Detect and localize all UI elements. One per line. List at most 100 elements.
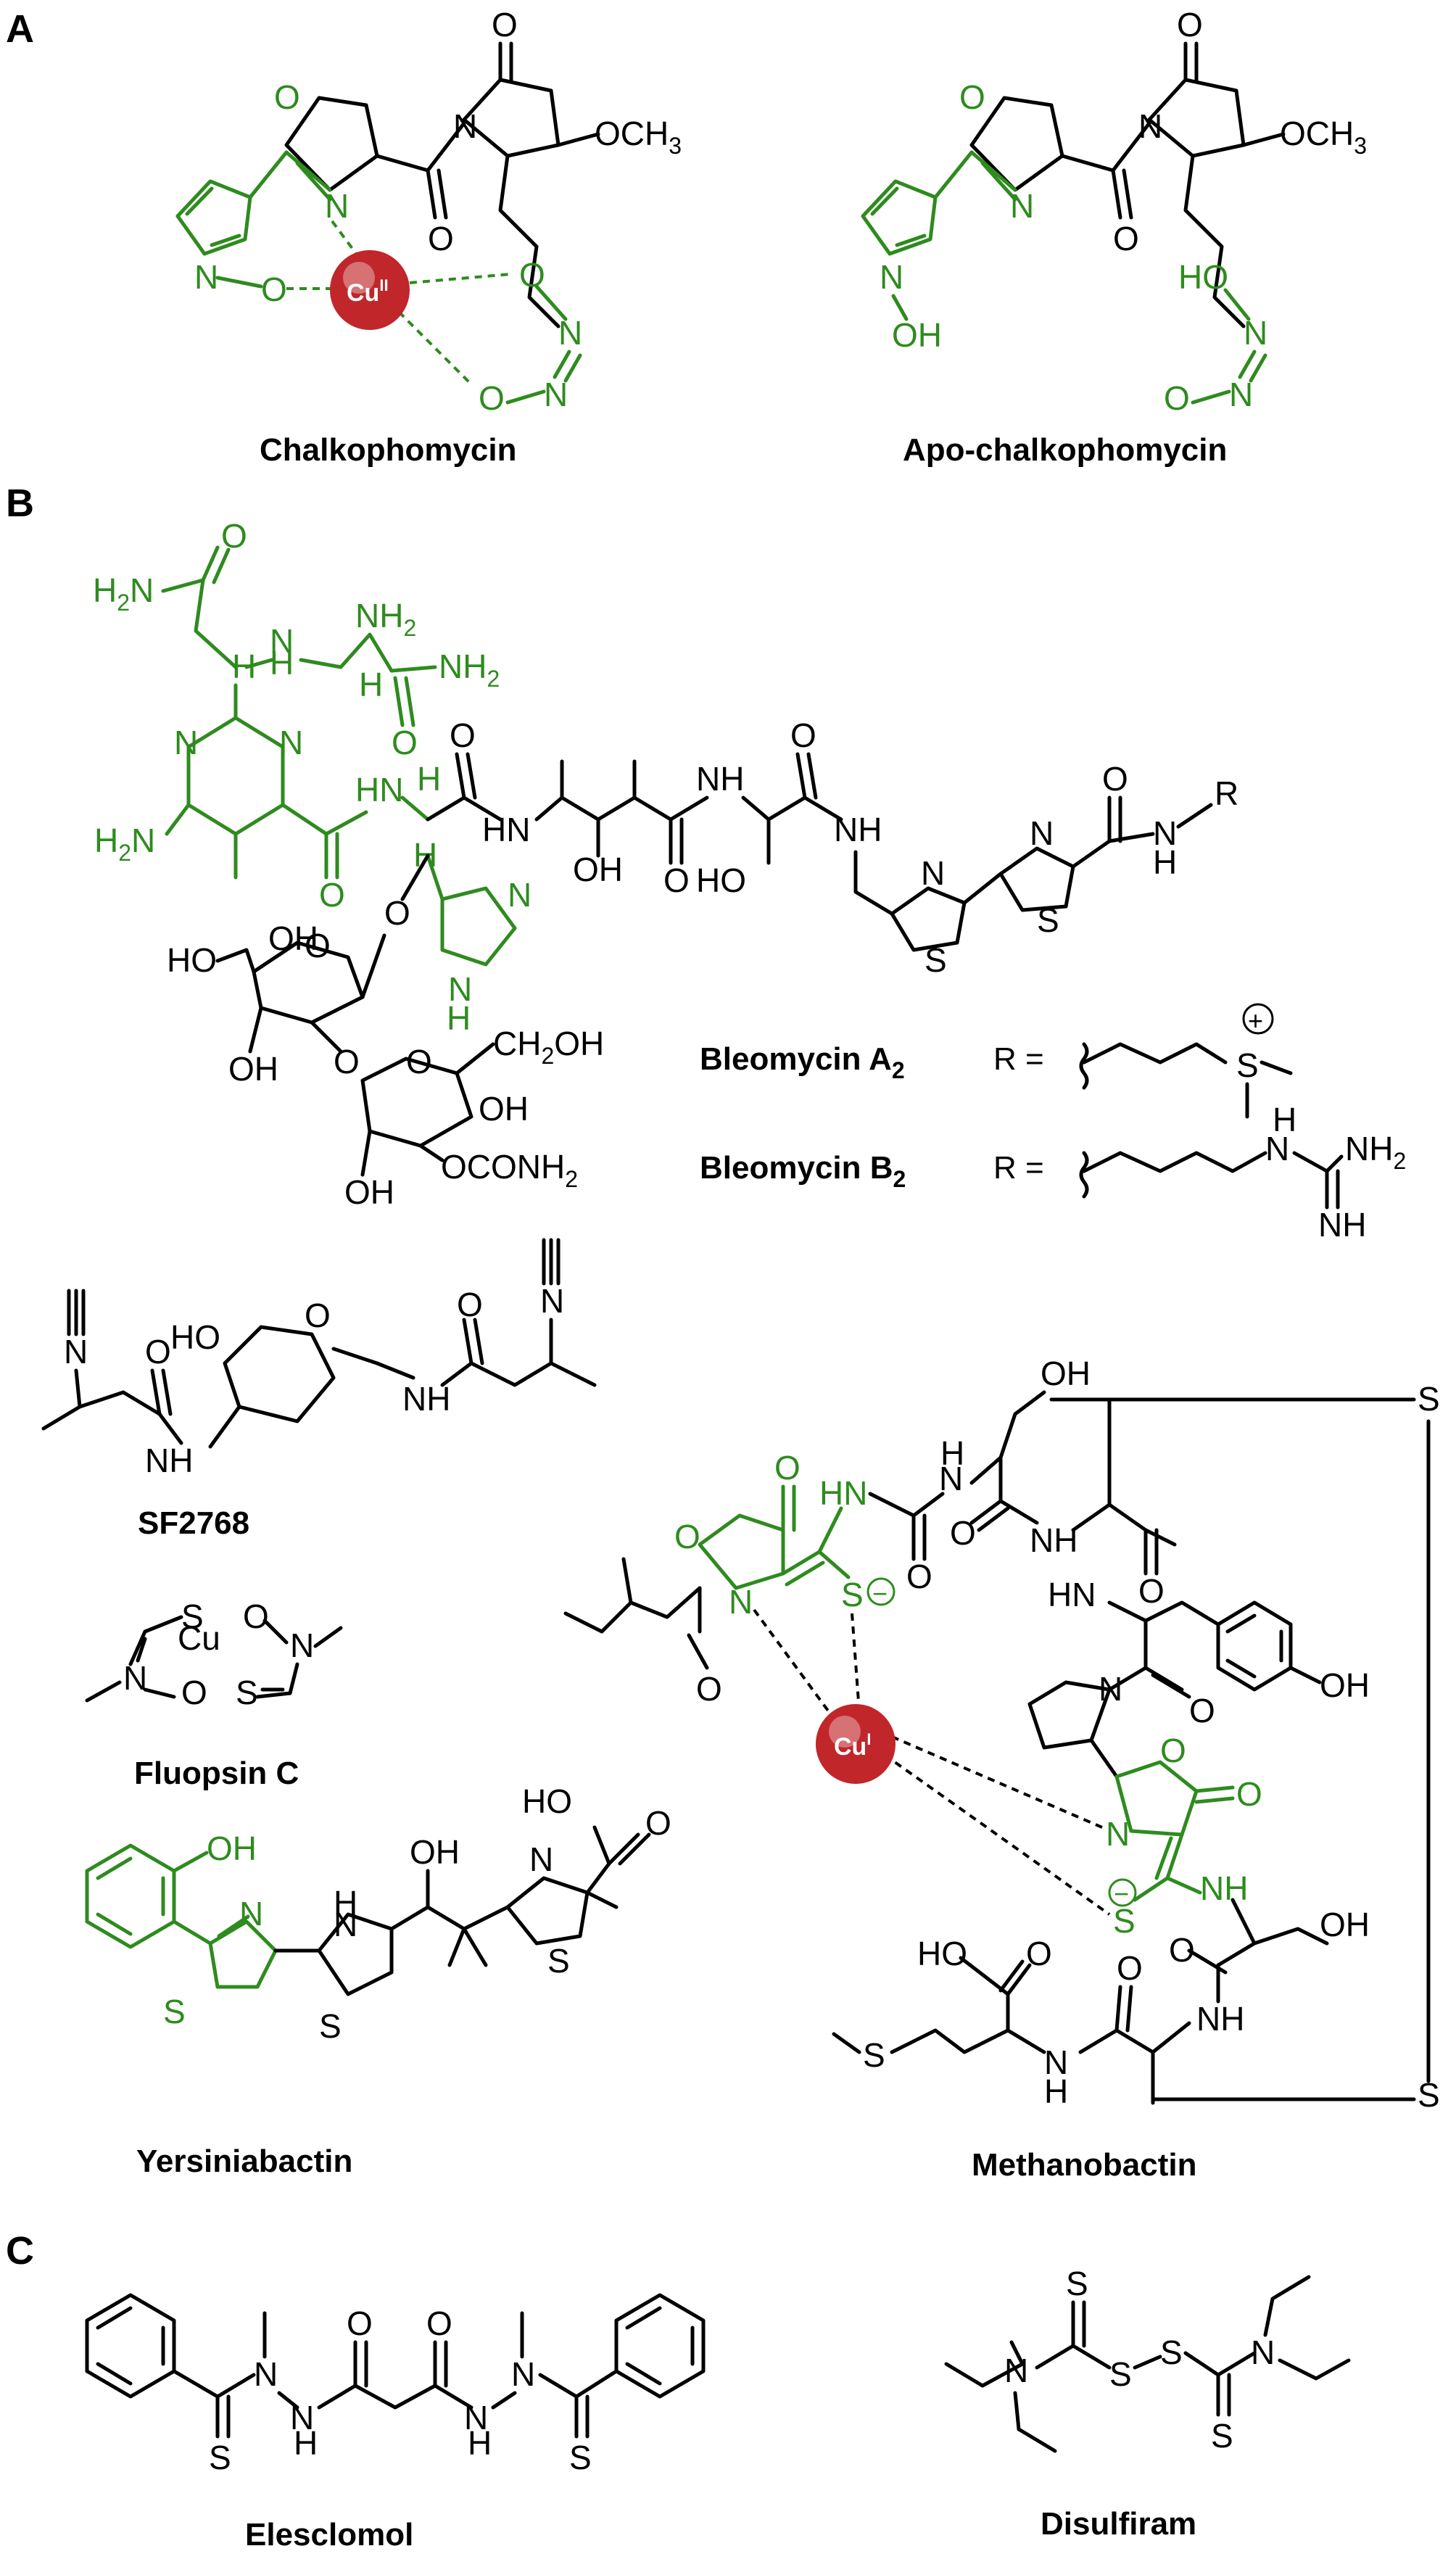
atom-n: N xyxy=(239,1895,263,1933)
atom-o: O xyxy=(274,78,300,116)
hydroxylamine: HO xyxy=(1178,258,1228,296)
svg-text:−: − xyxy=(1114,1879,1129,1909)
thiolate-s: S xyxy=(1113,1902,1136,1940)
atom-n: N xyxy=(279,724,303,761)
atom-n: N xyxy=(729,1583,753,1621)
atom-n: N xyxy=(1229,376,1253,413)
amine-nh2: NH2 xyxy=(355,597,416,641)
atom-o: O xyxy=(145,1333,171,1371)
amide-nh: NH xyxy=(834,811,882,848)
atom-o: O xyxy=(261,270,287,308)
compound-name-elesclomol: Elesclomol xyxy=(245,2517,413,2552)
amide-nh: HN xyxy=(482,811,530,848)
carboxyl-ho: HO xyxy=(917,1935,967,1972)
apo-chalkophomycin-structure: O N O O N OCH3 N HO N O N OH xyxy=(861,6,1367,417)
methoxy: OCH3 xyxy=(1280,115,1367,159)
atom-o: O xyxy=(674,1518,700,1555)
compound-name-sf2768: SF2768 xyxy=(138,1505,249,1541)
atom-n: N xyxy=(880,258,903,296)
atom-n: N xyxy=(453,107,477,145)
amide-nh: N xyxy=(939,1460,963,1497)
hydroxyl: OH xyxy=(228,1050,278,1088)
atom-o: O xyxy=(492,6,518,44)
atom-n: N xyxy=(529,1840,553,1878)
hydroxyl: HO xyxy=(167,941,217,979)
amine-h2n: H2N xyxy=(94,822,155,866)
chalkophomycin-structure: O N O O N OCH3 N O N O N O xyxy=(175,6,682,417)
atom-n: N xyxy=(1004,2352,1028,2389)
amide-nh: HN xyxy=(355,771,403,809)
atom-n: N xyxy=(511,2355,535,2393)
atom-o: O xyxy=(1236,1775,1262,1813)
atom-h: H xyxy=(468,2424,492,2462)
atom-o: O xyxy=(1102,760,1128,798)
atom-o: O xyxy=(406,1043,432,1080)
atom-n: N xyxy=(254,2355,278,2393)
svg-text:−: − xyxy=(872,1579,888,1608)
atom-o: O xyxy=(790,716,816,754)
atom-o: O xyxy=(906,1558,932,1595)
atom-h: H xyxy=(447,999,471,1037)
carbamoyloxy: OCONH2 xyxy=(441,1148,578,1192)
atom-o: O xyxy=(347,2304,373,2342)
atom-h: H xyxy=(413,836,437,874)
atom-h: H xyxy=(417,760,441,798)
atom-s: S xyxy=(1418,2076,1440,2114)
compound-name-bleomycin-b2: Bleomycin B2 xyxy=(700,1150,906,1192)
atom-n: N xyxy=(540,1282,564,1320)
atom-n: N xyxy=(64,1333,88,1371)
atom-s: S xyxy=(1418,1380,1440,1418)
atom-o: O xyxy=(696,1670,722,1708)
phenol-oh: OH xyxy=(207,1830,257,1867)
amide-nh: NH xyxy=(1200,1869,1248,1907)
thiolate-s: S xyxy=(841,1576,864,1613)
panel-label-a: A xyxy=(6,7,34,51)
atom-h: H xyxy=(940,1434,964,1472)
atom-n: N xyxy=(194,258,218,296)
atom-o: O xyxy=(1117,1949,1143,1987)
amine-h2n: H2N xyxy=(93,571,154,616)
amide-nh: NH xyxy=(1030,1521,1077,1559)
amide-nh: NH xyxy=(696,760,744,798)
hydrazide-nh: N xyxy=(464,2399,488,2436)
methoxy: OCH3 xyxy=(595,115,682,159)
atom-s: S xyxy=(236,1674,258,1711)
compound-name-chalkophomycin: Chalkophomycin xyxy=(260,432,517,468)
atom-o: O xyxy=(1138,1572,1165,1610)
methanobactin-structure: O O N HN S − O O N H OH O NH O xyxy=(563,1355,1440,2114)
atom-s: S xyxy=(163,1993,186,2030)
atom-n: N xyxy=(1099,1670,1122,1708)
atom-s: S xyxy=(1109,2355,1132,2393)
amide-nh: NH xyxy=(1196,2000,1244,2038)
atom-n: N xyxy=(1138,107,1162,145)
negative-charge xyxy=(1108,1878,1137,1907)
atom-o: O xyxy=(334,1043,360,1080)
atom-s: S xyxy=(1160,2334,1183,2371)
hydroxyl: HO xyxy=(170,1318,220,1356)
hydroxyl: OH xyxy=(410,1833,460,1871)
copper-i-label: CuI xyxy=(834,1730,871,1761)
r-equals-b2: R = xyxy=(993,1150,1044,1186)
atom-o: O xyxy=(181,1674,207,1711)
atom-s: S xyxy=(1037,901,1059,939)
amide-hn: HN xyxy=(1048,1576,1096,1613)
atom-n: N xyxy=(1153,814,1177,852)
copper-atom: Cu xyxy=(178,1619,220,1657)
imidazole-nh: N xyxy=(448,970,472,1008)
negative-charge xyxy=(866,1577,895,1606)
atom-s: S xyxy=(181,1597,204,1635)
atom-o: O xyxy=(950,1514,976,1552)
amide-nh2: NH2 xyxy=(439,648,500,692)
atom-o: O xyxy=(426,2304,452,2342)
amine-nh2: NH2 xyxy=(1345,1130,1406,1174)
atom-h: H xyxy=(1153,843,1177,881)
atom-o: O xyxy=(319,876,345,914)
compound-name-fluopsin-c: Fluopsin C xyxy=(134,1756,299,1791)
compound-name-disulfiram: Disulfiram xyxy=(1041,2506,1196,2542)
atom-n: N xyxy=(1030,814,1054,852)
atom-s: S xyxy=(1236,1046,1259,1084)
atom-h: H xyxy=(1273,1101,1296,1138)
atom-o: O xyxy=(1169,1931,1195,1969)
carboxyl-ho: HO xyxy=(522,1782,572,1820)
